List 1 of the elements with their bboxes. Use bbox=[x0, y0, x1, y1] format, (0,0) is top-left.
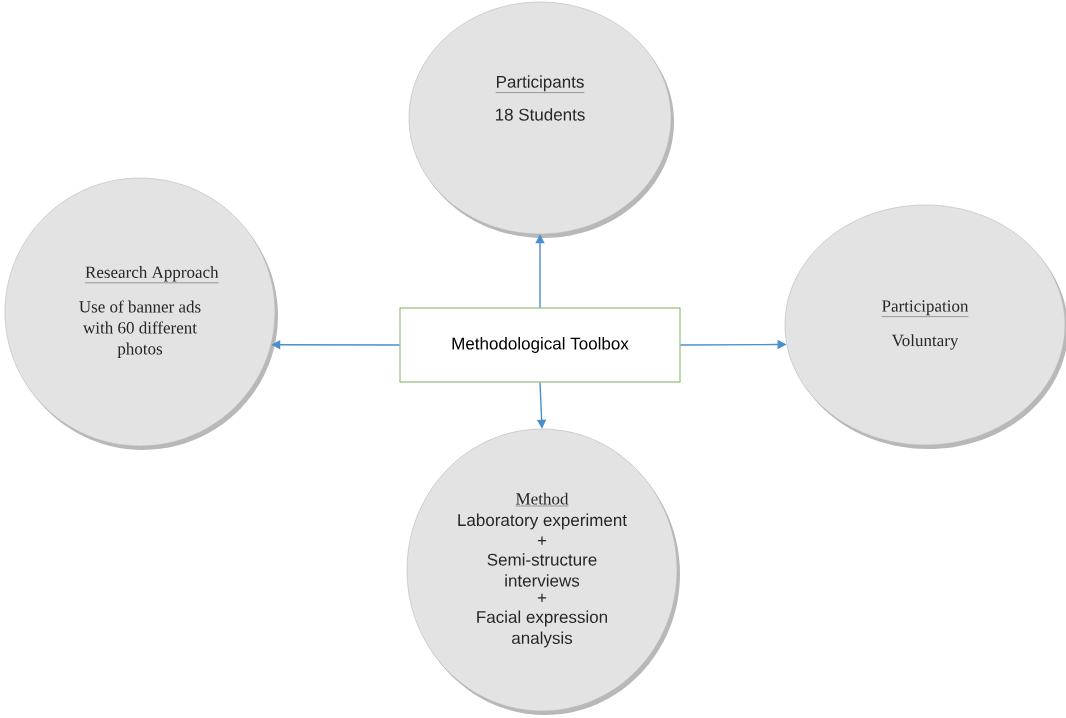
process-box: Methodological Toolbox bbox=[399, 307, 681, 383]
